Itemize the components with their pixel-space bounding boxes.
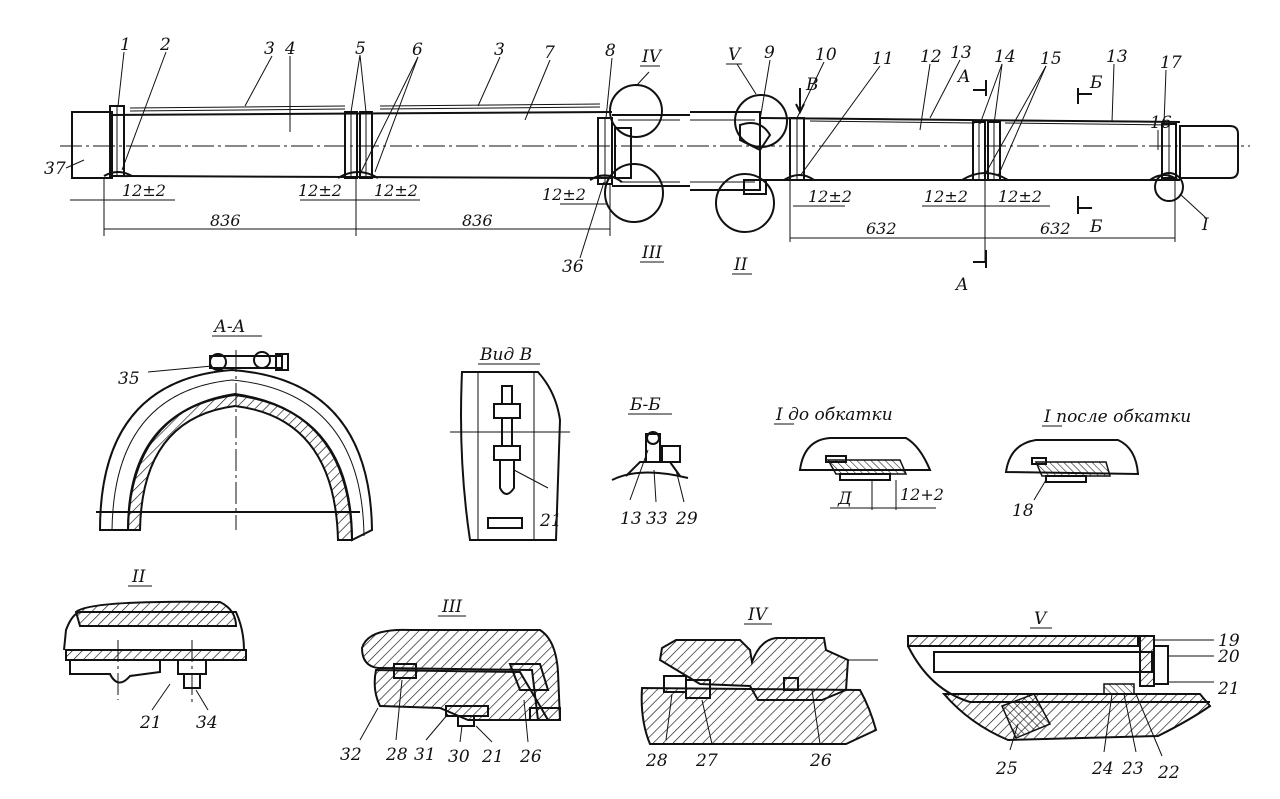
- marker-iv: IV: [641, 47, 663, 67]
- part-label-5: 5: [355, 39, 366, 59]
- marker-v: V: [728, 45, 742, 65]
- part-label-20: 20: [1217, 647, 1240, 667]
- part-label-31: 31: [414, 745, 436, 765]
- view-b: Вид В 21: [450, 345, 570, 541]
- marker-ii: II: [733, 255, 748, 275]
- part-label-17: 17: [1160, 53, 1182, 73]
- detail-circle-ii: [715, 173, 775, 233]
- part-label-14: 14: [994, 47, 1016, 67]
- view-title: А-А: [213, 317, 246, 337]
- view-title: Вид В: [479, 345, 532, 365]
- part-label-21: 21: [1217, 679, 1240, 699]
- detail-circle-iii: [604, 163, 664, 223]
- part-label-26: 26: [809, 751, 832, 771]
- section-b-b: Б-Б 13 33 29: [611, 395, 698, 529]
- part-label-33: 33: [646, 509, 668, 529]
- part-label-7: 7: [544, 43, 555, 63]
- part-label-21: 21: [481, 747, 504, 767]
- part-label-21: 21: [139, 713, 162, 733]
- part-label-13b: 13: [1106, 47, 1128, 67]
- dim-length: 632: [1040, 219, 1071, 238]
- part-label-34: 34: [196, 713, 218, 733]
- detail-circle-v: [734, 94, 788, 148]
- detail-circle-iv: [609, 84, 663, 138]
- dim-length: 836: [210, 211, 241, 230]
- part-label-28: 28: [645, 751, 668, 771]
- dim-text: 12±2: [374, 181, 418, 200]
- dim-text: 12±2: [542, 185, 586, 204]
- marker-b-bottom: Б: [1089, 217, 1103, 237]
- dim-text: 12±2: [122, 181, 166, 200]
- part-label-18: 18: [1012, 501, 1034, 521]
- marker-a-bottom: A: [954, 275, 968, 295]
- part-label-8: 8: [605, 41, 616, 61]
- view-title: III: [441, 597, 462, 617]
- detail-iv: IV 28 27 26: [640, 605, 878, 771]
- view-title: I после обкатки: [1043, 407, 1191, 427]
- joint-8: [589, 117, 632, 185]
- dim-text: 12±2: [298, 181, 342, 200]
- part-label-23: 23: [1121, 759, 1144, 779]
- part-label-13: 13: [620, 509, 642, 529]
- part-label-15: 15: [1040, 49, 1062, 69]
- view-title: I до обкатки: [775, 405, 893, 425]
- view-title: II: [131, 567, 146, 587]
- view-title: V: [1034, 609, 1048, 629]
- main-shaft-view: 1 2 3 4 5 6 3 7 8 9 10 11 12 13 14 15 13…: [44, 35, 1250, 295]
- part-label-30: 30: [448, 747, 470, 767]
- part-label-13: 13: [950, 43, 972, 63]
- marker-a-top: A: [956, 67, 970, 87]
- joint-14: [961, 121, 1009, 181]
- part-label-24: 24: [1091, 759, 1114, 779]
- part-label-29: 29: [675, 509, 698, 529]
- part-label-12: 12: [920, 47, 942, 67]
- joint-1: [103, 105, 133, 177]
- part-label-9: 9: [764, 43, 775, 63]
- dim-text: 12±2: [808, 187, 852, 206]
- part-label-16: 16: [1150, 113, 1172, 133]
- view-title: Б-Б: [629, 395, 661, 415]
- marker-b-top: Б: [1089, 73, 1103, 93]
- part-label-32: 32: [340, 745, 362, 765]
- part-label-3: 3: [264, 39, 275, 59]
- marker-v-arrow: В: [805, 75, 819, 95]
- view-title: IV: [747, 605, 769, 625]
- detail-i-before: I до обкатки Д 12+2: [774, 405, 944, 510]
- joint-17: [1149, 123, 1179, 181]
- detail-ii: II 21 34: [63, 567, 247, 733]
- dim-text: 12+2: [900, 485, 944, 504]
- dim-length: 836: [462, 211, 493, 230]
- part-label-37: 37: [44, 159, 66, 179]
- dim-text: 12±2: [998, 187, 1042, 206]
- part-label-36: 36: [562, 257, 584, 277]
- dim-length: 632: [866, 219, 897, 238]
- part-label-6: 6: [412, 40, 423, 60]
- section-a-a: А-А 35: [96, 317, 374, 542]
- part-label-22: 22: [1157, 763, 1180, 783]
- part-label-4: 4: [284, 39, 296, 59]
- part-label-11: 11: [872, 49, 894, 69]
- dim-label-d: Д: [837, 489, 853, 509]
- detail-v: V 19 20 21 25 24 23 22: [907, 609, 1240, 783]
- joint-5: [337, 111, 379, 179]
- part-label-3b: 3: [494, 40, 505, 60]
- part-label-25: 25: [995, 759, 1018, 779]
- part-label-28: 28: [385, 745, 408, 765]
- part-label-27: 27: [695, 751, 718, 771]
- part-label-21: 21: [539, 511, 562, 531]
- joint-10: [783, 117, 815, 181]
- part-label-19: 19: [1218, 631, 1240, 651]
- marker-i: I: [1201, 215, 1209, 235]
- detail-circle-i: [1154, 172, 1184, 202]
- marker-iii: III: [641, 243, 662, 263]
- part-label-26: 26: [519, 747, 542, 767]
- part-label-2: 2: [159, 35, 171, 55]
- part-label-35: 35: [118, 369, 140, 389]
- detail-iii: III 32 28 31 30 21 26: [340, 597, 562, 767]
- dim-text: 12±2: [924, 187, 968, 206]
- part-label-10: 10: [815, 45, 837, 65]
- part-label-1: 1: [120, 35, 131, 55]
- detail-i-after: I после обкатки 18: [1004, 407, 1191, 521]
